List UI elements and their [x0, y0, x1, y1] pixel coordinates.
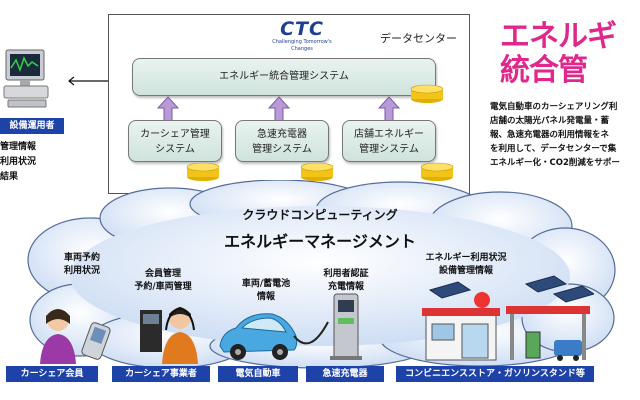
headline-line2: 統合管	[500, 54, 588, 88]
info-line: 車両/蓄電池	[241, 279, 291, 289]
info-line: 情報	[256, 292, 275, 302]
description-line: 報、急速充電器の利用情報をネ	[490, 130, 610, 140]
up-arrow-icon	[267, 96, 291, 122]
label-electric-car: 電気自動車	[218, 366, 298, 382]
database-icon	[420, 162, 454, 182]
operator-person-icon	[136, 300, 206, 364]
admin-label: 設備運用者	[0, 118, 64, 134]
system-label-line: カーシェア管理	[140, 129, 210, 140]
logo-text: CTC	[280, 18, 324, 40]
headline-line1: エネルギ	[500, 20, 617, 54]
info-line: 充電情報	[327, 282, 364, 292]
info-line: 利用者認証	[323, 269, 369, 279]
info-line: 予約/車両管理	[134, 282, 192, 292]
label-carshare-member: カーシェア会員	[6, 366, 98, 382]
charging-cable-icon	[292, 316, 332, 356]
up-arrow-icon	[156, 96, 180, 122]
info-vehicle-battery: 車両/蓄電池 情報	[226, 278, 306, 304]
info-line: 設備管理情報	[438, 266, 493, 276]
database-icon	[410, 84, 444, 104]
label-carshare-operator: カーシェア事業者	[112, 366, 210, 382]
cloud-title: クラウドコンピューティング	[242, 208, 398, 222]
description-line: 電気自動車のカーシェアリング利	[490, 102, 618, 112]
description-line: 店舗の太陽光パネル発電量・蓄	[490, 116, 610, 126]
admin-info-list: 管理情報 利用状況 結果	[0, 140, 36, 185]
up-arrow-icon	[377, 96, 401, 122]
electric-car-icon	[216, 306, 300, 362]
quick-charger-icon	[326, 290, 366, 362]
info-line: 利用状況	[63, 266, 100, 276]
info-line: エネルギー利用状況	[425, 253, 507, 263]
cloud-subtitle: エネルギーマネージメント	[224, 232, 416, 251]
member-person-icon	[36, 306, 116, 364]
admin-info-item: 利用状況	[0, 157, 37, 167]
admin-info-item: 管理情報	[0, 142, 37, 152]
quick-charger-management-system: 急速充電器 管理システム	[235, 120, 329, 162]
info-line: 車両予約	[63, 253, 100, 263]
description-text: 電気自動車のカーシェアリング利 店舗の太陽光パネル発電量・蓄 報、急速充電器の利…	[490, 100, 640, 170]
label-store-gas-station: コンビニエンスストア・ガソリンスタンド等	[396, 366, 594, 382]
info-user-auth: 利用者認証 充電情報	[306, 268, 386, 294]
system-label-line: 店舗エネルギー	[354, 129, 424, 140]
database-icon	[186, 162, 220, 182]
info-vehicle-reservation: 車両予約 利用状況	[44, 252, 120, 278]
info-member-management: 会員管理 予約/車両管理	[118, 268, 208, 294]
system-label-line: 急速充電器	[257, 129, 307, 140]
admin-info-item: 結果	[0, 172, 19, 182]
system-label-line: 管理システム	[252, 144, 312, 155]
label-quick-charger: 急速充電器	[306, 366, 384, 382]
store-energy-management-system: 店舗エネルギー 管理システム	[342, 120, 436, 162]
info-energy-usage: エネルギー利用状況 設備管理情報	[406, 252, 526, 278]
database-icon	[300, 162, 334, 182]
datacenter-label: データセンター	[380, 32, 457, 45]
system-label-line: システム	[155, 144, 195, 155]
info-line: 会員管理	[144, 269, 181, 279]
ctc-logo: CTC Challenging Tomorrow's Changes	[262, 18, 342, 53]
carshare-management-system: カーシェア管理 システム	[128, 120, 222, 162]
store-gas-station-icon	[418, 274, 596, 364]
system-label-line: 管理システム	[359, 144, 419, 155]
admin-pc-icon	[0, 46, 52, 110]
logo-tagline: Challenging Tomorrow's Changes	[272, 39, 332, 52]
energy-integration-system: エネルギー統合管理システム	[132, 58, 436, 96]
description-line: を利用して、データセンターで集	[490, 144, 617, 154]
description-line: エネルギー化・CO2削減をサポー	[490, 158, 620, 168]
